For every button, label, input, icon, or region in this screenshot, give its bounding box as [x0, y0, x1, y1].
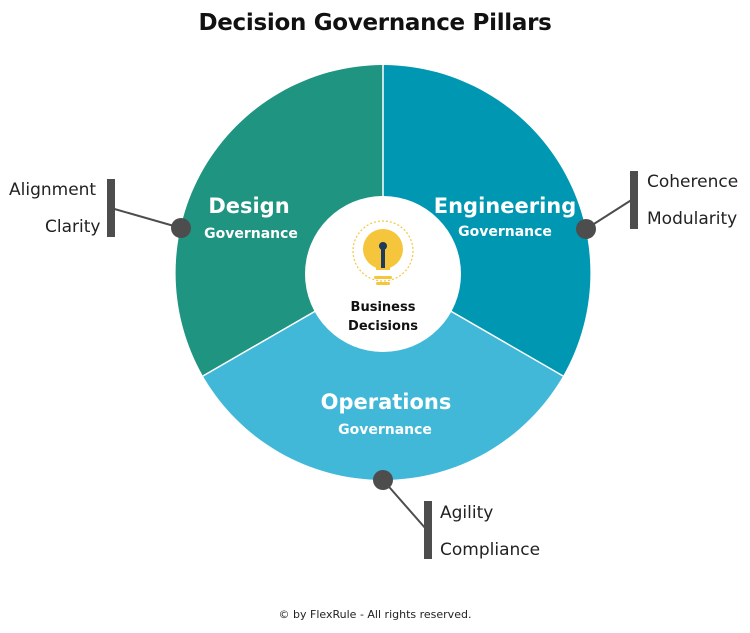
callout-clarity: Clarity — [45, 217, 101, 237]
callout-compliance: Compliance — [440, 540, 541, 560]
connector-design — [107, 179, 191, 238]
callout-modularity: Modularity — [647, 209, 738, 229]
callout-alignment: Alignment — [9, 180, 97, 200]
segment-engineering-title: Engineering — [434, 194, 577, 218]
center-label-line2: Decisions — [348, 319, 418, 334]
connector-engineering — [576, 171, 638, 239]
center-label-line1: Business — [351, 300, 416, 315]
segment-design-subtitle: Governance — [204, 226, 298, 242]
segment-operations — [202, 272, 564, 480]
connector-operations — [373, 470, 432, 559]
segment-operations-title: Operations — [321, 390, 452, 414]
callout-agility: Agility — [440, 503, 494, 523]
lightbulb-icon — [352, 220, 414, 285]
center-circle — [305, 196, 461, 352]
segment-engineering-subtitle: Governance — [458, 224, 552, 240]
diagram-title: Decision Governance Pillars — [198, 10, 552, 36]
copyright-footer: © by FlexRule - All rights reserved. — [278, 608, 472, 621]
segment-design-title: Design — [208, 194, 289, 218]
segment-operations-subtitle: Governance — [338, 422, 432, 438]
callout-coherence: Coherence — [647, 172, 739, 192]
